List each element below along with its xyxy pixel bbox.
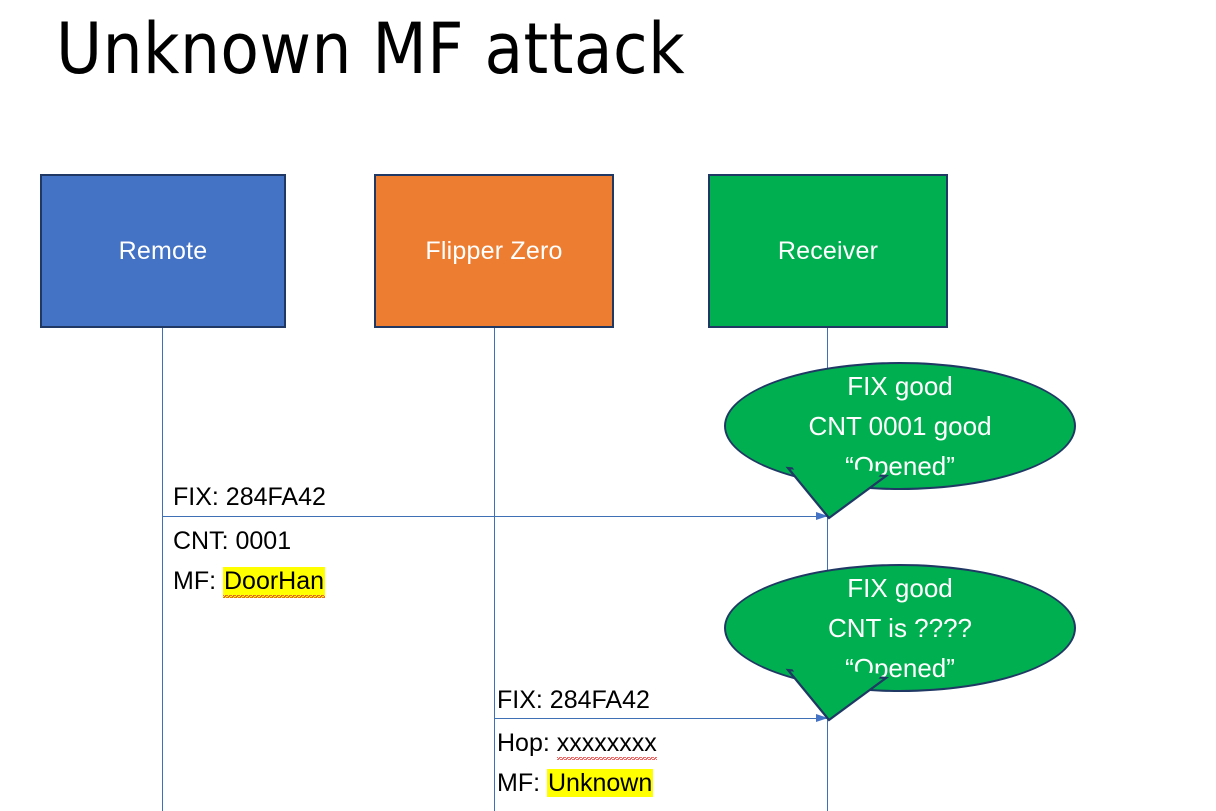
message-1-line-2-value: 0001 xyxy=(235,527,292,555)
message-label-2: FIX: 284FA42 Hop: xxxxxxxx MF: Unknown xyxy=(497,680,657,803)
actor-label-receiver: Receiver xyxy=(777,236,879,265)
speech-bubble-2-line-3: “Opened” xyxy=(845,653,955,683)
message-1-line-3: MF: DoorHan xyxy=(173,561,326,601)
speech-bubble-2-line-2: CNT is ???? xyxy=(827,613,973,643)
actor-box-flipper[interactable]: Flipper Zero xyxy=(374,174,614,328)
actor-box-receiver[interactable]: Receiver xyxy=(708,174,948,328)
message-2-line-3: MF: Unknown xyxy=(497,763,657,803)
message-2-line-3-prefix: MF: xyxy=(497,769,547,797)
message-2-line-1-value: 284FA42 xyxy=(549,686,650,714)
message-1-line-3-value: DoorHan xyxy=(223,567,326,598)
lifeline-remote xyxy=(162,328,163,811)
speech-bubble-2-line-1: FIX good xyxy=(847,573,953,603)
message-2-line-2: Hop: xxxxxxxx xyxy=(497,723,657,763)
message-2-line-1: FIX: 284FA42 xyxy=(497,680,657,720)
page-title: Unknown MF attack xyxy=(56,8,686,90)
message-label-1: FIX: 284FA42 CNT: 0001 MF: DoorHan xyxy=(173,477,326,601)
message-1-line-3-prefix: MF: xyxy=(173,567,223,595)
speech-bubble-1-line-1: FIX good xyxy=(847,371,953,401)
message-1-line-1-value: 284FA42 xyxy=(225,483,326,511)
message-2-line-1-prefix: FIX: xyxy=(497,686,550,714)
message-2-line-3-value: Unknown xyxy=(547,769,654,797)
actor-label-flipper: Flipper Zero xyxy=(425,236,563,265)
actor-box-remote[interactable]: Remote xyxy=(40,174,286,328)
speech-bubble-1[interactable]: FIX good CNT 0001 good “Opened” xyxy=(724,362,1076,520)
actor-label-remote: Remote xyxy=(118,236,208,265)
message-1-line-2-prefix: CNT: xyxy=(173,527,236,555)
speech-bubble-1-line-3: “Opened” xyxy=(845,451,955,481)
message-1-line-2: CNT: 0001 xyxy=(173,521,326,561)
message-1-line-1-prefix: FIX: xyxy=(173,483,226,511)
speech-bubble-2[interactable]: FIX good CNT is ???? “Opened” xyxy=(724,564,1076,722)
message-1-line-1: FIX: 284FA42 xyxy=(173,477,326,517)
message-2-line-2-prefix: Hop: xyxy=(497,729,557,757)
message-2-line-2-value: xxxxxxxx xyxy=(556,729,657,760)
speech-bubble-1-line-2: CNT 0001 good xyxy=(808,411,992,441)
lifeline-flipper xyxy=(494,328,495,811)
